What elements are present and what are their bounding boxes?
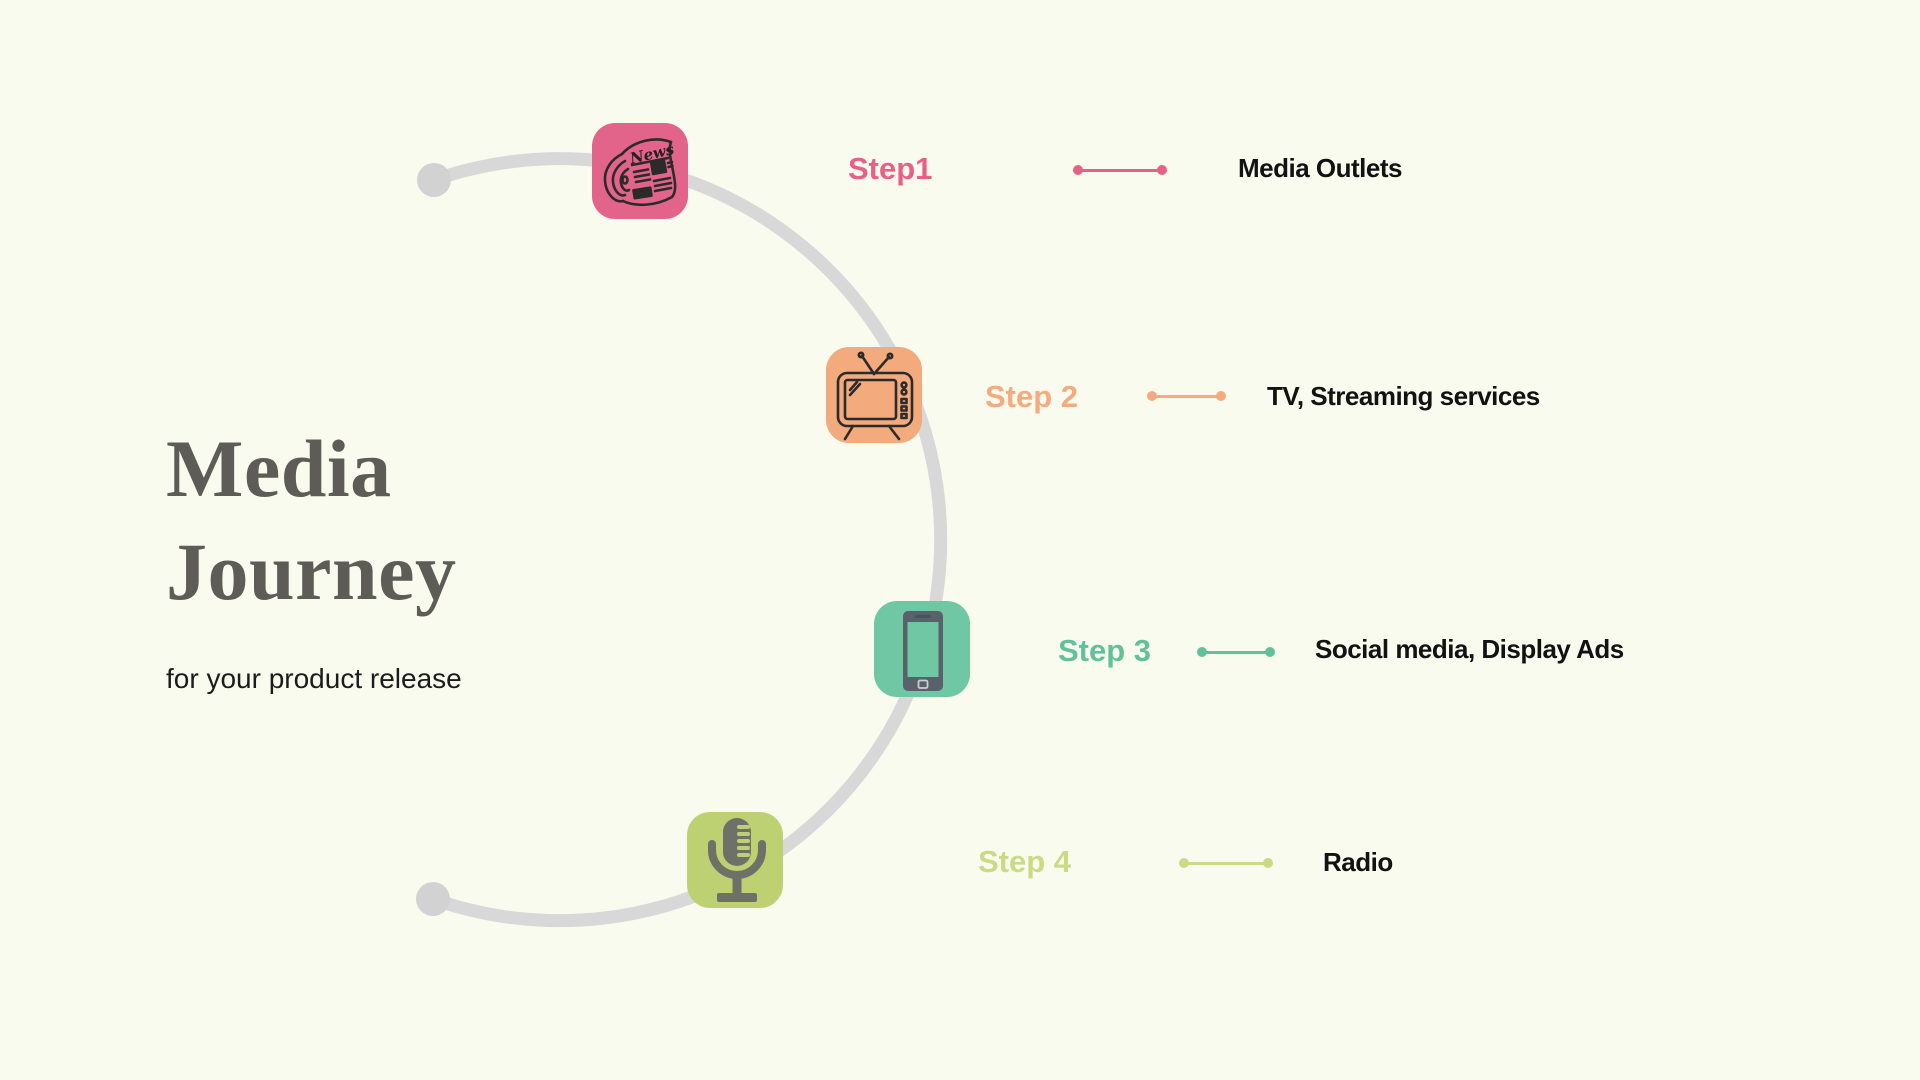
step-1-description: Media Outlets [1238,153,1402,183]
step-2-icon-tile [826,347,922,443]
step-2-label: Step 2 [985,379,1079,414]
step-2-connector [1147,391,1226,401]
step-1-connector-line [1077,168,1163,172]
timeline-arc-path [430,152,948,928]
step-1-icon-tile: News [592,123,688,219]
step-3-description: Social media, Display Ads [1315,634,1624,664]
step-4-description: Radio [1323,847,1393,877]
newspaper-icon: News [603,138,677,207]
step-1-connector [1073,165,1167,175]
step-2-description: TV, Streaming services [1267,381,1540,411]
page-title-line-1: Media [166,423,392,514]
title-block: Media Journey [166,417,457,623]
tv-icon [836,351,914,441]
step-4-icon-tile [687,812,783,908]
step-3-label: Step 3 [1058,633,1152,668]
step-4-connector-line [1183,861,1269,865]
microphone-icon [708,818,766,902]
page-subtitle: for your product release [166,663,462,694]
step-2-connector-line [1151,394,1222,398]
step-3-icon-tile [874,601,970,697]
step-4-connector [1179,858,1273,868]
step-4-label: Step 4 [978,844,1072,879]
step-1-label: Step1 [848,151,933,186]
arc-end-dot [416,882,450,916]
step-3-connector-line [1201,650,1271,654]
arc-start-dot [417,163,451,197]
step-3-connector [1197,647,1275,657]
smartphone-icon [903,611,943,691]
page-title-line-2: Journey [166,526,457,617]
